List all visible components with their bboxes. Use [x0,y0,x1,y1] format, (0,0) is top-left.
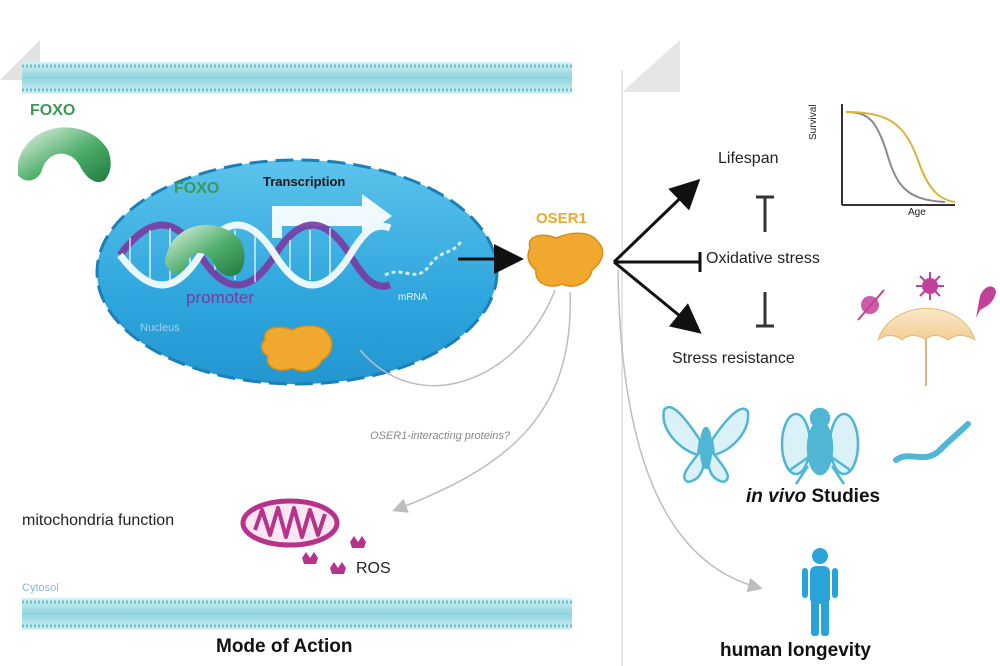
interacting-proteins-label: OSER1-interacting proteins? [370,430,511,442]
connector-oser1-nuclear [359,289,556,387]
survival-curve-control [845,111,946,203]
arrow-to-human-longevity [617,269,763,593]
lifespan-label: Lifespan [718,150,779,167]
mrna-label: mRNA [398,292,428,303]
foxo-protein-inside [165,224,245,277]
oser1-protein-nuclear [260,325,333,372]
corner-fold-right [622,40,680,92]
ros-label: ROS [356,560,391,577]
moth-icon [662,405,750,484]
mode-of-action-title: Mode of Action [216,636,353,657]
bottom-membrane [22,598,572,630]
survival-axis-label: Survival [808,104,819,140]
inhibition-bars [756,195,774,328]
top-membrane [22,62,572,94]
stress-resistance-label: Stress resistance [672,350,795,367]
cytosol-label: Cytosol [22,582,59,594]
oser1-label: OSER1 [536,210,587,227]
survival-curve-oser1 [845,111,956,203]
foxo-protein-outside [18,127,111,183]
arrow-to-mitochondria [392,291,571,513]
oxidative-stress-label: Oxidative stress [706,250,820,267]
stressor-icons [857,272,996,321]
umbrella-icon [877,308,976,386]
arrow-to-stress-resistance [613,260,702,334]
transcription-label: Transcription [263,174,346,189]
human-longevity-label: human longevity [720,640,871,661]
oser1-protein [527,232,604,287]
mrna-strand [384,239,464,277]
age-axis-label: Age [908,207,926,218]
transcription-arrow [272,194,392,238]
foxo-label-inside: FOXO [174,180,220,197]
worm-icon [893,421,971,463]
nucleus-label: Nucleus [140,322,180,334]
survival-chart [841,104,956,206]
in-vivo-studies-label: in vivo Studies [746,486,881,507]
arrow-to-lifespan [612,178,701,264]
promoter-label: promoter [186,288,255,307]
fly-icon [780,407,860,485]
mitochondrion-icon [240,498,340,548]
foxo-label-outside: FOXO [30,102,76,119]
ros-icons [302,536,366,574]
mitochondria-function-label: mitochondria function [22,512,175,529]
human-icon [802,548,838,636]
